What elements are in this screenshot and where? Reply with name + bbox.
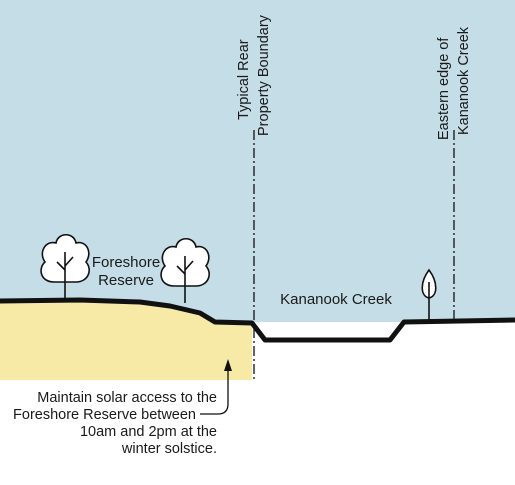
small-tree-icon — [421, 268, 437, 321]
eastern-edge-label-line2: Kananook Creek — [456, 26, 472, 135]
note-line4: winter solstice. — [121, 441, 217, 457]
arrowhead-icon — [224, 359, 232, 371]
tree-icon — [40, 233, 90, 300]
ground-profile-line — [0, 297, 515, 343]
foreshore-reserve-area — [0, 300, 252, 380]
note-line2: Foreshore Reserve between — [13, 407, 196, 423]
note-line1: Maintain solar access to the — [37, 390, 217, 406]
rear-boundary-label-line2: Property Boundary — [256, 14, 272, 136]
foreshore-label-line2: Reserve — [98, 272, 154, 289]
foreshore-label-line1: Foreshore — [92, 254, 160, 271]
creek-label: Kananook Creek — [280, 291, 392, 308]
ground-below-creek — [252, 320, 515, 485]
tree-icon — [160, 237, 210, 303]
note-leader-line — [200, 370, 229, 415]
eastern-edge-label-line1: Eastern edge of — [436, 37, 452, 140]
rear-boundary-label-line1: Typical Rear — [236, 39, 252, 120]
note-line3: 10am and 2pm at the — [80, 424, 217, 440]
